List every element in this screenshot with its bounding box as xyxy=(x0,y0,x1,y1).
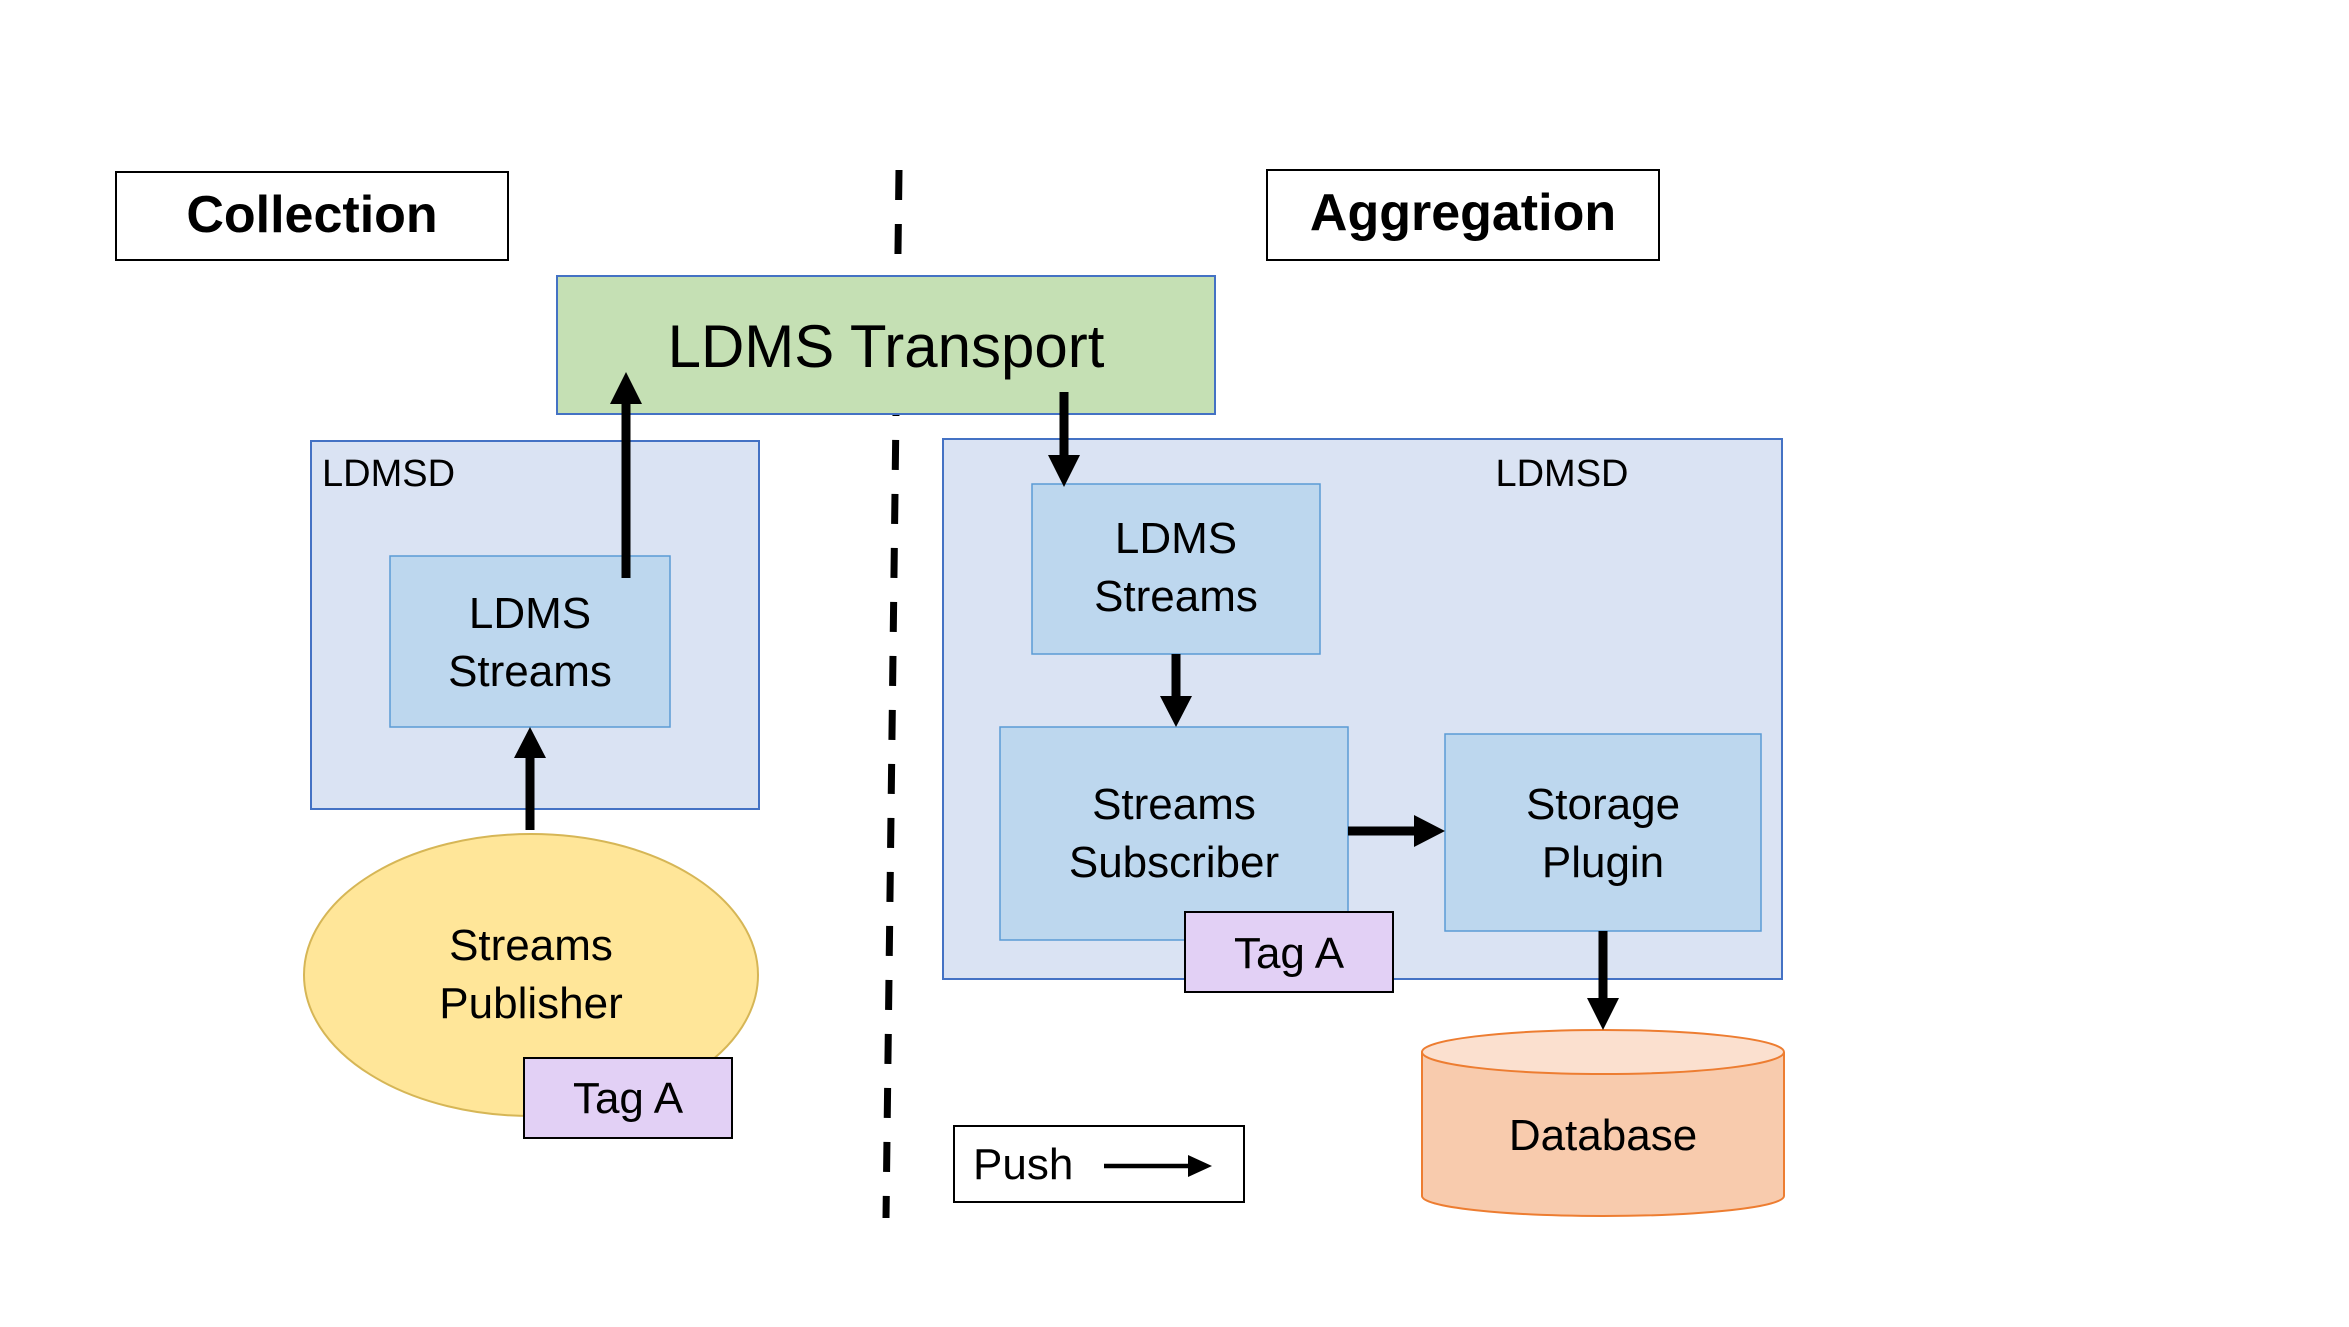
collection-ldms-streams-line1: LDMS xyxy=(469,589,591,638)
collection-header-box xyxy=(115,171,509,261)
aggregation-ldms-streams-line1: LDMS xyxy=(1115,514,1237,563)
arrowhead-publisher-to-streams xyxy=(514,727,546,758)
ldms-transport-box xyxy=(556,275,1216,415)
storage-plugin-line2: Plugin xyxy=(1542,838,1664,887)
streams-subscriber-line2: Subscriber xyxy=(1069,838,1279,887)
arrowhead-streams-to-subscriber xyxy=(1160,696,1192,727)
ldms-transport: LDMS Transport xyxy=(556,275,1216,415)
arrowhead-subscriber-to-storage xyxy=(1414,815,1445,847)
collection-tag-box xyxy=(523,1057,733,1139)
legend-push-arrowhead xyxy=(1188,1155,1212,1177)
legend: Push xyxy=(953,1125,1245,1203)
streams-subscriber-box xyxy=(999,726,1349,941)
aggregation-header-box xyxy=(1266,169,1660,261)
collection-ldms-streams-line2: Streams xyxy=(448,647,612,696)
collection-ldms-streams-box xyxy=(389,555,671,728)
database-body xyxy=(1421,1052,1785,1217)
aggregation-header: Aggregation xyxy=(1266,169,1660,261)
storage-plugin-box xyxy=(1444,733,1762,932)
arrowhead-streams-to-transport xyxy=(610,372,642,404)
database-top xyxy=(1421,1029,1785,1075)
collection-tag: Tag A xyxy=(523,1057,733,1139)
database-label: Database xyxy=(1509,1111,1697,1160)
streams-publisher-line1: Streams xyxy=(449,921,613,970)
collection-ldmsd-label: LDMSD xyxy=(322,453,455,495)
collection-tag-label: Tag A xyxy=(573,1074,684,1123)
storage-plugin: Storage Plugin xyxy=(1444,733,1762,932)
streams-subscriber: Streams Subscriber xyxy=(999,726,1349,941)
database: Database xyxy=(1421,1029,1785,1217)
streams-publisher: Streams Publisher xyxy=(303,833,759,1117)
arrowhead-storage-to-database xyxy=(1587,998,1619,1030)
aggregation-header-text: Aggregation xyxy=(1310,184,1616,242)
aggregation-ldms-streams: LDMS Streams xyxy=(1031,483,1321,655)
arrowhead-transport-to-streams xyxy=(1048,455,1080,487)
collection-ldms-streams: LDMS Streams xyxy=(389,555,671,728)
collection-header-text: Collection xyxy=(186,186,437,244)
aggregation-tag-box xyxy=(1184,911,1394,993)
legend-push-label: Push xyxy=(973,1140,1073,1189)
aggregation-ldmsd-label: LDMSD xyxy=(1495,453,1628,495)
aggregation-tag-label: Tag A xyxy=(1234,929,1345,978)
aggregation-ldms-streams-box xyxy=(1031,483,1321,655)
aggregation-ldms-streams-line2: Streams xyxy=(1094,572,1258,621)
aggregation-tag: Tag A xyxy=(1184,911,1394,993)
ldms-transport-label: LDMS Transport xyxy=(668,313,1105,380)
streams-subscriber-line1: Streams xyxy=(1092,780,1256,829)
streams-publisher-line2: Publisher xyxy=(439,979,622,1028)
storage-plugin-line1: Storage xyxy=(1526,780,1680,829)
collection-header: Collection xyxy=(115,171,509,261)
